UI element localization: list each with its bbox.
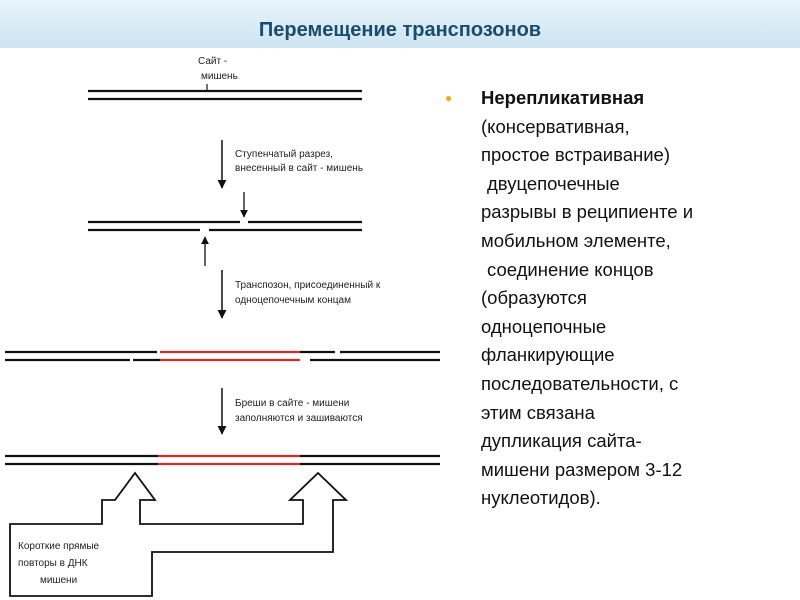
- text-line-1: (консервативная,: [481, 115, 630, 137]
- box-label-3: мишени: [40, 575, 77, 586]
- label-step3-1: Бреши в сайте - мишени: [235, 398, 349, 409]
- label-target-site-1: Сайт -: [198, 56, 227, 67]
- text-line-11: этим связана: [481, 401, 595, 423]
- dna-intact: [88, 89, 362, 101]
- label-step1-1: Ступенчатый разрез,: [235, 149, 333, 160]
- text-line-12: дупликация сайта-: [481, 430, 642, 452]
- page-title: Перемещение транспозонов: [258, 19, 542, 41]
- label-step2-2: одноцепочечным концам: [235, 295, 351, 306]
- repeats-callout-arrows: [9, 471, 349, 597]
- box-label-2: повторы в ДНК: [18, 558, 88, 569]
- text-line-9: фланкирующие: [481, 344, 615, 366]
- box-label-1: Короткие прямые: [18, 541, 100, 552]
- text-line-2: простое встраивание): [481, 144, 670, 166]
- text-line-5: мобильном элементе,: [481, 229, 671, 251]
- description-text: ● Нерепликативная (консервативная, прост…: [445, 84, 793, 513]
- label-target-site-2: мишень: [201, 71, 238, 82]
- text-line-14: нуклеотидов).: [481, 487, 601, 509]
- text-line-13: мишени размером 3-12: [481, 458, 683, 480]
- text-line-7: (образуются: [481, 287, 587, 309]
- dna-filled: [5, 454, 440, 466]
- bullet-circle-icon: ●: [445, 91, 453, 105]
- dna-with-transposon: [5, 350, 440, 362]
- text-line-10: последовательности, с: [481, 372, 679, 394]
- label-step1-2: внесенный в сайт - мишень: [235, 163, 363, 174]
- transposition-diagram: Сайт - мишень Ступенчатый разрез, внесен…: [5, 56, 440, 597]
- label-step2-1: Транспозон, присоединенный к: [235, 280, 381, 291]
- dna-staggered-cut: [88, 220, 362, 232]
- label-step3-2: заполняются и зашиваются: [235, 413, 363, 424]
- text-line-6: соединение концов: [487, 258, 654, 280]
- text-heading: Нерепликативная: [481, 87, 645, 108]
- text-line-4: разрывы в реципиенте и: [481, 201, 694, 223]
- text-line-3: двуцепочечные: [487, 172, 620, 194]
- title-bar: [0, 0, 800, 48]
- text-line-8: одноцепочные: [481, 315, 607, 337]
